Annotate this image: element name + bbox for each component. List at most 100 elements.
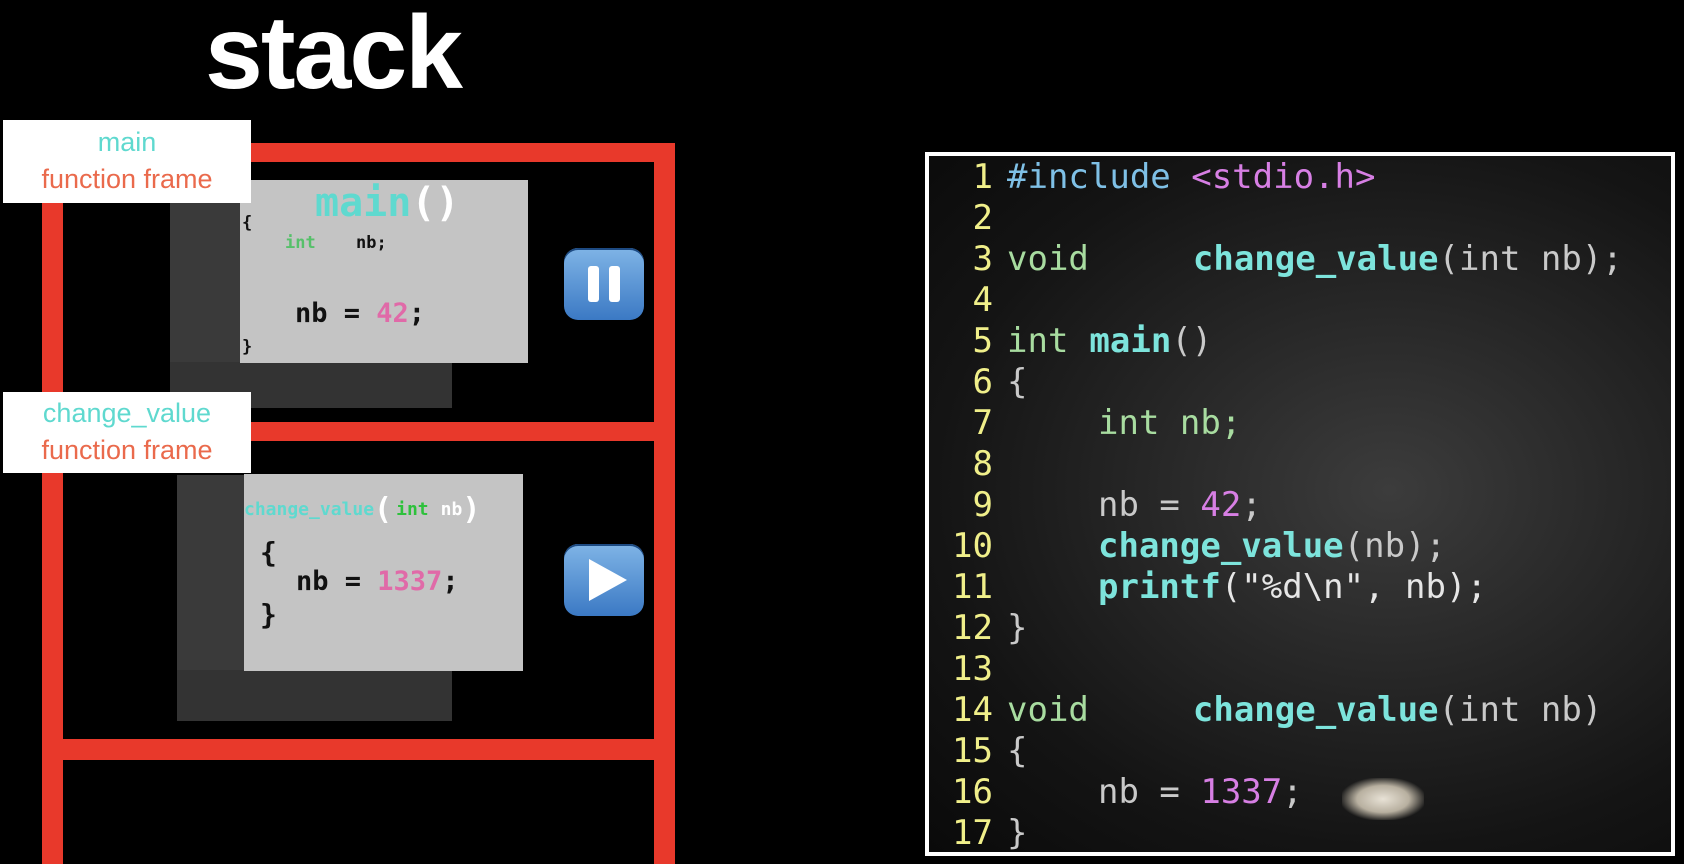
stack-title: stack	[205, 0, 463, 111]
main-box-func: main	[315, 180, 412, 226]
cv-box-param-type: int	[396, 499, 429, 520]
code-text: {	[1007, 731, 1028, 771]
main-decl-name: nb;	[355, 233, 387, 253]
function-name: change_value	[1192, 239, 1439, 279]
main-frame-box: { int nb; nb = 42; }	[240, 180, 528, 363]
shelf-left-post	[42, 145, 63, 864]
line-number: 4	[972, 280, 993, 320]
function-name: main	[1089, 321, 1172, 361]
main-decl-type: int	[285, 233, 316, 253]
code-text: }	[1007, 608, 1028, 648]
code-text: int nb;	[1098, 403, 1242, 443]
line-number: 10	[952, 526, 993, 566]
pause-button[interactable]	[564, 248, 644, 320]
main-box-parens: ()	[411, 180, 460, 226]
code-line: 10 change_value(nb);	[929, 525, 1446, 567]
include-directive: #include	[1007, 157, 1192, 197]
main-assign-lhs: nb =	[295, 298, 377, 329]
main-open-brace: {	[242, 213, 253, 233]
function-name: change_value	[1098, 526, 1344, 566]
main-box-title: main()	[315, 180, 460, 226]
code-text: (int nb);	[1438, 239, 1623, 279]
line-number: 16	[952, 772, 993, 812]
number-literal: 1337	[1200, 772, 1283, 812]
code-text: nb =	[1098, 485, 1201, 525]
code-text: (int nb)	[1438, 690, 1603, 730]
main-assign-end: ;	[408, 298, 426, 329]
code-line: 15 {	[929, 730, 1027, 772]
change-value-frame-box: { nb = 1337; }	[244, 474, 523, 671]
code-text: ;	[1282, 772, 1303, 812]
code-line: 17}	[929, 812, 1028, 853]
function-name: printf	[1098, 567, 1221, 607]
cv-box-param-name: nb	[440, 499, 463, 520]
pointing-hand-icon	[1342, 778, 1424, 820]
line-number: 7	[972, 403, 993, 443]
line-number: 11	[952, 567, 993, 607]
number-literal: 42	[1200, 485, 1242, 525]
code-line: 6{	[929, 361, 1028, 403]
code-text: {	[1007, 362, 1028, 402]
play-icon	[589, 559, 627, 601]
code-text: (nb);	[1343, 526, 1446, 566]
code-text: ()	[1171, 321, 1213, 361]
line-number: 14	[952, 690, 993, 730]
cv-frame-label-kind: function frame	[41, 435, 213, 465]
cv-close-brace: }	[260, 598, 277, 631]
code-line: 1 #include <stdio.h>	[929, 156, 1376, 198]
line-number: 5	[972, 321, 993, 361]
cv-assign-end: ;	[442, 566, 459, 597]
include-header: <stdio.h>	[1191, 157, 1376, 197]
line-number: 12	[952, 608, 993, 648]
code-line: 8	[929, 443, 1007, 485]
code-line: 11 printf("%d\n", nb);	[929, 566, 1487, 608]
code-text: }	[1007, 813, 1028, 853]
cv-open-brace: {	[260, 536, 277, 569]
line-number: 9	[972, 485, 993, 525]
line-number: 15	[952, 731, 993, 771]
main-frame-label-kind: function frame	[41, 164, 213, 194]
keyword: int	[1007, 321, 1069, 361]
code-text: ;	[1241, 485, 1262, 525]
code-line: 9 nb = 42;	[929, 484, 1262, 526]
main-frame-label: main function frame	[3, 120, 251, 203]
line-number: 13	[952, 649, 993, 689]
play-button[interactable]	[564, 544, 644, 616]
code-line: 7 int nb;	[929, 402, 1242, 444]
cv-box-bottom	[177, 670, 452, 721]
cv-frame-label-name: change_value	[42, 398, 212, 428]
code-line: 16 nb = 1337;	[929, 771, 1303, 813]
function-name: change_value	[1192, 690, 1439, 730]
code-line: 4	[929, 279, 1007, 321]
shelf-bottom-beam	[42, 739, 675, 760]
shelf-right-post	[654, 143, 675, 864]
line-number: 17	[952, 813, 993, 853]
line-number: 6	[972, 362, 993, 402]
line-number: 2	[972, 198, 993, 238]
code-text: nb =	[1098, 772, 1201, 812]
cv-assign-value: 1337	[377, 566, 443, 597]
code-line: 2	[929, 197, 1007, 239]
code-line: 3 void change_value(int nb);	[929, 238, 1623, 280]
main-assign-value: 42	[376, 298, 409, 329]
cv-box-func: change_value	[244, 499, 375, 520]
change-value-frame-label: change_value function frame	[3, 392, 251, 473]
cv-box-paren-open: (	[374, 492, 393, 527]
code-line: 14 void change_value(int nb)	[929, 689, 1602, 731]
keyword: void	[1007, 690, 1089, 730]
code-line: 12}	[929, 607, 1027, 649]
main-frame-label-name: main	[97, 127, 157, 157]
code-line: 13	[929, 648, 1007, 690]
line-number: 1	[972, 157, 993, 197]
cv-box-paren-close: )	[462, 492, 481, 527]
keyword: void	[1007, 239, 1089, 279]
line-number: 3	[972, 239, 993, 279]
code-text: ("%d\n", nb);	[1220, 567, 1487, 607]
pause-icon	[583, 266, 625, 302]
line-number: 8	[972, 444, 993, 484]
main-close-brace: }	[242, 337, 253, 357]
cv-assign-lhs: nb =	[296, 566, 378, 597]
